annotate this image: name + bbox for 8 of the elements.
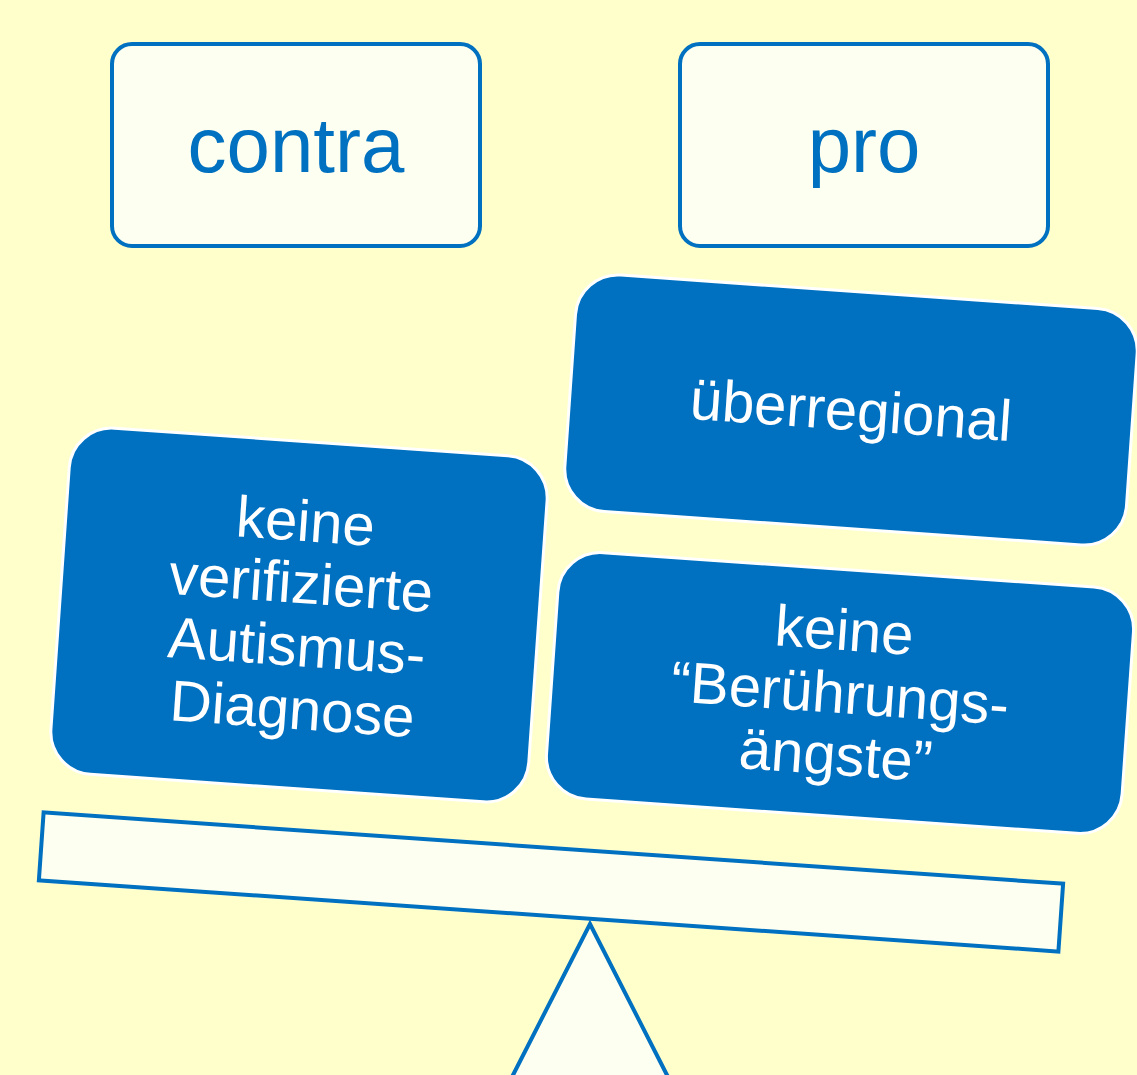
node-text: überregional [687,367,1015,453]
node-text: pro [807,99,921,191]
fulcrum-triangle [510,919,670,1075]
heading-box [110,42,482,248]
heading-box [678,42,1050,248]
node-text: keine “Berührungs- ängste” [667,591,1013,796]
node-text: keine verifizierte Autismus- Diagnose [165,482,437,751]
node-text: contra [187,99,405,191]
